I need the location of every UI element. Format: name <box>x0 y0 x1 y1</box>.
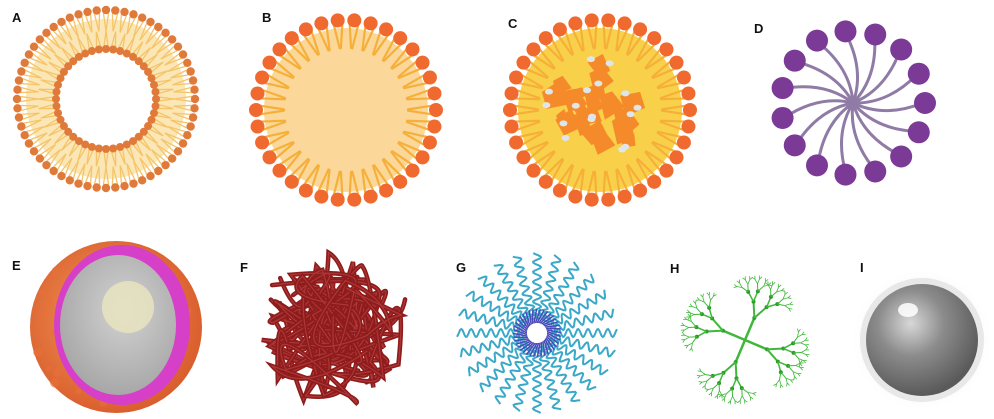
panel-label-b: B <box>262 10 271 25</box>
panel-label-a: A <box>12 10 22 25</box>
panel-label-d: D <box>754 21 763 36</box>
liposome-bilayer-icon <box>12 5 200 193</box>
inorganic-nanoparticle-icon <box>850 268 994 412</box>
panel-label-h: H <box>670 261 679 276</box>
polymeric-micelle-icon <box>456 252 618 414</box>
panel-label-e: E <box>12 258 21 273</box>
panel-label-c: C <box>508 16 518 31</box>
micelle-icon <box>771 20 936 186</box>
dendrimer-icon <box>680 275 810 405</box>
panel-label-i: I <box>860 260 864 275</box>
solid-lipid-nanoparticle-icon <box>249 13 443 207</box>
nanostructured-lipid-carrier-icon <box>503 13 697 207</box>
polymer-nanogel-icon <box>261 248 409 407</box>
panel-label-g: G <box>456 260 466 275</box>
panel-label-f: F <box>240 260 248 275</box>
cell-membrane-vesicle-icon <box>30 241 202 413</box>
